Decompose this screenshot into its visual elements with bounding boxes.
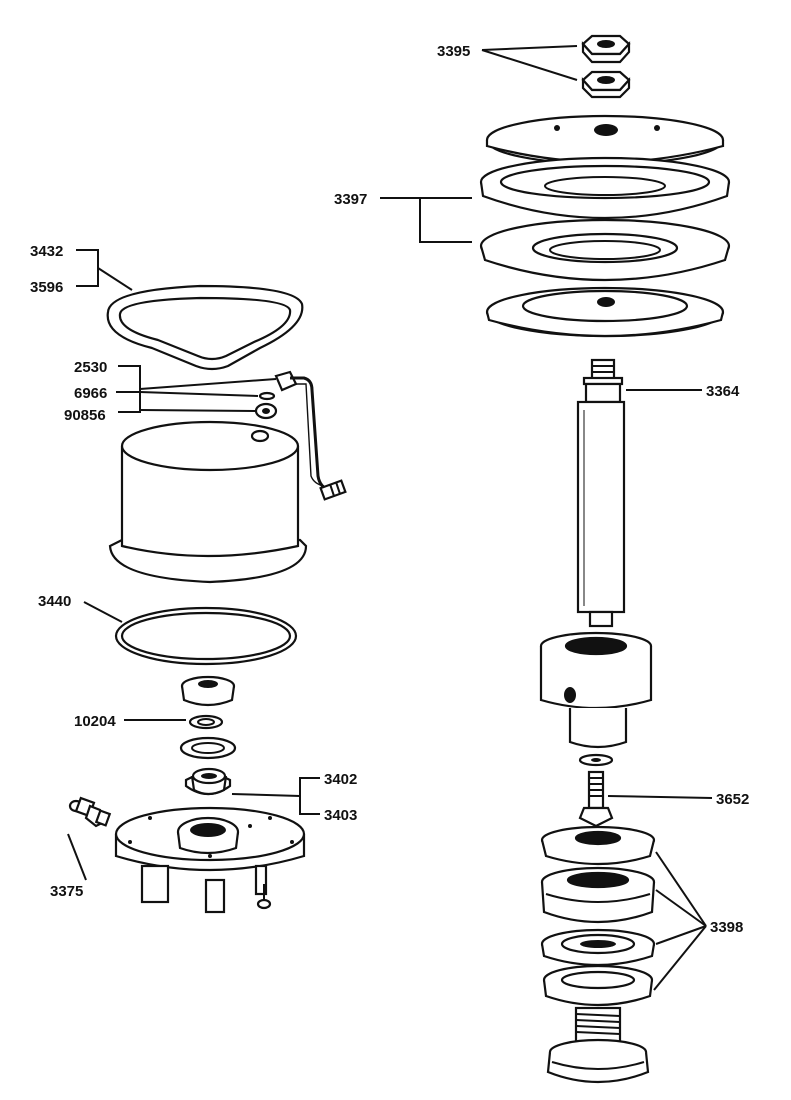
label-90856: 90856 [64,407,106,424]
label-3432: 3432 [30,243,63,260]
spindle-collar [539,631,653,749]
label-3395: 3395 [437,43,470,60]
bearing-cup-lower [479,218,731,282]
label-3403: 3403 [324,807,357,824]
label-3440: 3440 [38,593,71,610]
reservoir-can [108,420,308,584]
spindle-shaft [576,358,626,628]
stud-bolt [578,770,614,828]
cover-gasket [106,284,304,371]
grease-fitting [68,796,112,828]
label-3397: 3397 [334,191,367,208]
label-3364: 3364 [706,383,740,400]
valve-cap [180,675,236,707]
label-10204: 10204 [74,713,116,730]
base-casting [114,806,306,914]
valve-seat [184,767,232,796]
mounting-screw [256,884,272,910]
label-3596: 3596 [30,279,63,296]
bushing-2 [540,866,656,924]
top-plate [485,114,725,166]
label-3402: 3402 [324,771,357,788]
nut-upper [581,34,631,64]
seal-ring [179,736,237,760]
lower-plate [485,286,725,338]
bushing-4 [542,964,654,1007]
fitting-washer-6966 [258,391,276,401]
nut-lower [581,70,631,99]
label-3652: 3652 [716,791,749,808]
label-2530: 2530 [74,359,107,376]
washer [578,753,614,767]
label-3398: 3398 [710,919,743,936]
base-gasket [114,606,298,666]
label-3375: 3375 [50,883,83,900]
seal-washer [188,714,224,730]
threaded-base [546,1006,650,1084]
bearing-cup-upper [479,156,731,220]
bushing-3 [540,928,656,967]
label-6966: 6966 [74,385,107,402]
leader-lines [67,45,713,991]
fitting-washer-90856 [254,402,278,420]
oil-line [274,370,347,501]
bushing-1 [540,825,656,866]
